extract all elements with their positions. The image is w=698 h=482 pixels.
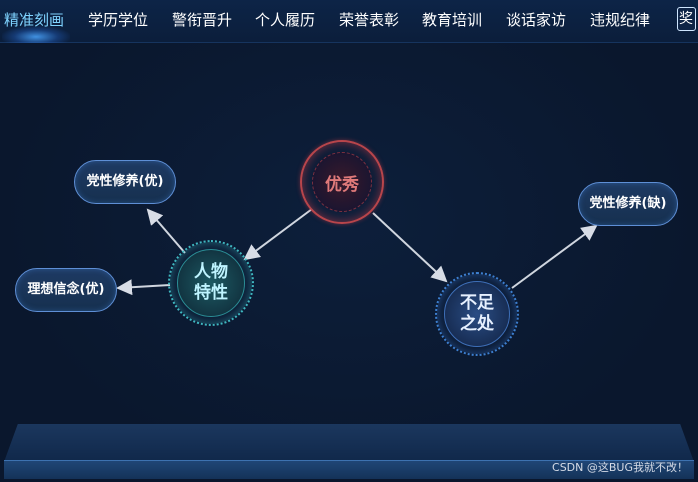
- tab-bar: 精准刻画 学历学位 警衔晋升 个人履历 荣誉表彰 教育培训 谈话家访 违规纪律 …: [0, 0, 698, 44]
- center-node-ring: [168, 240, 254, 326]
- tab-training[interactable]: 教育培训: [422, 11, 483, 29]
- connector-good-to-center: [243, 208, 313, 261]
- trait-pill-party-good[interactable]: 党性修养(优): [74, 160, 176, 204]
- weak-node-ring: [435, 272, 519, 356]
- connector-center-to-party: [146, 208, 186, 254]
- tab-rank-promotion[interactable]: 警衔晋升: [172, 11, 233, 29]
- center-node-label-line1: 人物: [194, 262, 228, 282]
- center-node-core: [177, 249, 245, 317]
- connector-center-to-ideal: [116, 279, 171, 296]
- weak-node-label-line2: 之处: [460, 314, 494, 334]
- trait-pill-party-weak[interactable]: 党性修养(缺): [578, 182, 678, 226]
- weak-node-label-line1: 不足: [460, 293, 494, 313]
- tab-precise-profile[interactable]: 精准刻画: [4, 11, 65, 29]
- good-node[interactable]: 优秀: [300, 140, 384, 224]
- good-node-label: 优秀: [325, 174, 359, 195]
- stage-platform-front: [4, 460, 694, 479]
- tab-rewards-button[interactable]: 奖励: [677, 7, 696, 31]
- center-node-label-line2: 特性: [194, 283, 228, 303]
- trait-pill-ideal-good[interactable]: 理想信念(优): [15, 268, 117, 312]
- tab-education-degree[interactable]: 学历学位: [88, 11, 149, 29]
- tab-discipline[interactable]: 违规纪律: [590, 11, 651, 29]
- center-node[interactable]: 人物特性: [168, 240, 254, 326]
- tab-honors[interactable]: 荣誉表彰: [339, 11, 400, 29]
- weak-node-label: 不足之处: [460, 293, 494, 335]
- graph-connectors: [116, 208, 598, 296]
- good-node-core: [312, 152, 372, 212]
- tab-talks-visits[interactable]: 谈话家访: [506, 11, 567, 29]
- good-node-ring: [300, 140, 384, 224]
- connector-good-to-weak: [372, 212, 448, 283]
- tab-personal-resume[interactable]: 个人履历: [255, 11, 316, 29]
- connector-weak-to-party: [511, 224, 598, 289]
- weak-node[interactable]: 不足之处: [435, 272, 519, 356]
- weak-node-core: [444, 281, 510, 347]
- stage-platform: [4, 424, 694, 462]
- center-node-label: 人物特性: [194, 262, 228, 304]
- graph-stage: [0, 43, 698, 482]
- watermark: CSDN @这BUG我就不改！: [552, 461, 688, 474]
